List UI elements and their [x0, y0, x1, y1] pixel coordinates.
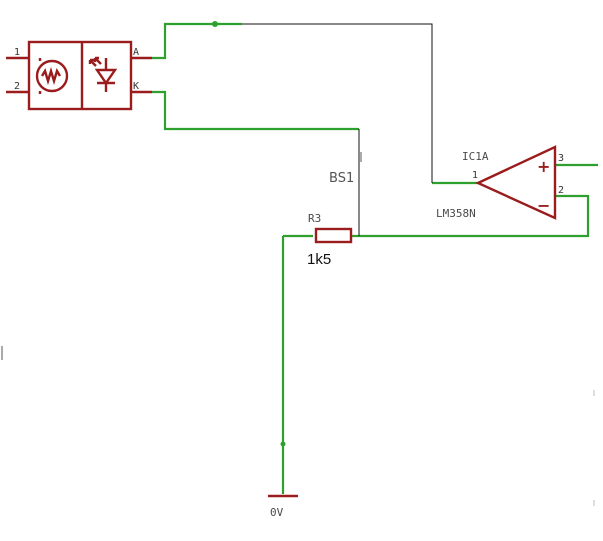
- pin1-label: 1: [14, 47, 20, 58]
- pin2-label: 2: [14, 81, 20, 92]
- photoresistor-icon: [35, 59, 69, 93]
- led-icon: [94, 68, 118, 86]
- resistor-value-label: 1k5: [307, 251, 331, 268]
- resistor-body: [314, 227, 353, 244]
- opamp-minus-sign: −: [537, 196, 550, 215]
- pinA-label: A: [133, 47, 139, 58]
- net-line-top[interactable]: [242, 23, 433, 183]
- junction-dot: [212, 21, 218, 27]
- opamp-plus-sign: +: [537, 157, 550, 176]
- light-arrow-icon: [88, 58, 97, 67]
- resistor-name-label: R3: [308, 212, 321, 225]
- wire-anode-top[interactable]: [152, 22, 242, 60]
- opamp-triangle: [475, 145, 557, 220]
- opamp-pin-noninv: 3: [558, 153, 564, 164]
- opamp-ic1a[interactable]: + − 1 3 2 IC1A LM358N: [436, 145, 564, 220]
- ground-symbol[interactable]: 0V: [268, 494, 298, 519]
- wires: [152, 21, 598, 494]
- optocoupler[interactable]: 1 2 A K: [6, 40, 152, 111]
- opamp-pin-inv: 2: [558, 185, 564, 196]
- photoresistor-zigzag: [40, 66, 62, 86]
- pinK-label: K: [133, 81, 139, 92]
- opamp-pin-output: 1: [472, 170, 478, 181]
- resistor-r3[interactable]: R3 1k5: [307, 212, 353, 268]
- opamp-name-label: IC1A: [462, 150, 489, 163]
- opamp-value-label: LM358N: [436, 207, 476, 220]
- bs1-label: BS1: [329, 171, 354, 186]
- junction-dot-ground: [280, 441, 286, 447]
- optocoupler-body: [27, 40, 133, 111]
- wire-r3-to-inverting[interactable]: [352, 194, 590, 238]
- ground-label: 0V: [270, 506, 284, 519]
- net-lines: [242, 23, 433, 236]
- light-arrow-icon-2: [93, 56, 102, 65]
- wire-cathode[interactable]: [152, 90, 359, 131]
- scan-artifacts: [1, 346, 595, 506]
